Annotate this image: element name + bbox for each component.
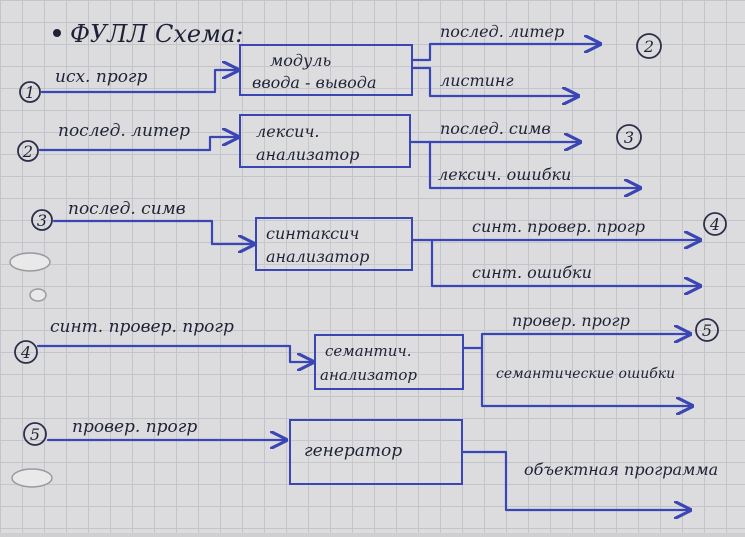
- next-ref-circle: [636, 33, 662, 59]
- output-label-2: листинг: [440, 71, 514, 90]
- process-box: [239, 44, 413, 96]
- box-line-1: лексич.: [256, 122, 320, 141]
- row-number: 2: [22, 142, 33, 161]
- output-label-1: синт. провер. прогр: [472, 217, 645, 236]
- row-5: 5 провер. прогр генератор объектная прог…: [23, 417, 718, 510]
- process-box: [239, 114, 411, 168]
- row-input-label: синт. провер. прогр: [50, 317, 234, 337]
- row-number: 1: [25, 83, 35, 102]
- row-input-label: послед. симв: [68, 199, 186, 219]
- output-label-1: послед. симв: [440, 119, 551, 138]
- row-3: 3 послед. симв синтаксич анализатор синт…: [31, 199, 727, 286]
- row-number-circle: [17, 140, 39, 162]
- row-number: 5: [30, 425, 40, 444]
- row-2: 2 послед. литер лексич. анализатор после…: [17, 114, 642, 188]
- box-line-1: модуль: [270, 51, 331, 70]
- box-line-2: анализатор: [266, 247, 369, 266]
- row-input-label: провер. прогр: [72, 417, 197, 437]
- output-label-1: послед. литер: [440, 22, 564, 41]
- next-ref-circle: [703, 212, 727, 236]
- next-ref: 5: [702, 321, 712, 340]
- output-label-2: синт. ошибки: [472, 263, 592, 282]
- output-label-1: провер. прогр: [512, 311, 630, 330]
- box-line-1: семантич.: [325, 342, 412, 360]
- row-number: 3: [37, 211, 47, 230]
- diagram-title: ФУЛЛ Схема:: [70, 20, 243, 48]
- next-ref-circle: [695, 318, 719, 342]
- box-line-2: анализатор: [320, 366, 417, 384]
- box-line-2: анализатор: [256, 145, 359, 164]
- output-label-1: объектная программа: [524, 460, 718, 479]
- next-ref: 3: [624, 128, 634, 147]
- row-number: 4: [20, 343, 31, 362]
- row-number-circle: [19, 81, 41, 103]
- next-ref: 2: [643, 37, 654, 56]
- row-4: 4 синт. провер. прогр семантич. анализат…: [14, 311, 719, 406]
- output-label-2: семантические ошибки: [496, 366, 675, 382]
- row-input-label: послед. литер: [58, 121, 190, 141]
- process-box: [314, 334, 464, 390]
- output-label-2: лексич. ошибки: [438, 165, 571, 184]
- box-line-2: ввода - вывода: [252, 73, 376, 92]
- next-ref-circle: [616, 124, 642, 150]
- row-number-circle: [31, 209, 53, 231]
- next-ref: 4: [709, 215, 720, 234]
- box-line-1: синтаксич: [266, 224, 359, 243]
- row-1: 1 исх. прогр модуль ввода - вывода после…: [19, 22, 662, 103]
- binder-rings: [9, 252, 53, 488]
- row-number-circle: [14, 340, 38, 364]
- process-box: [255, 217, 413, 271]
- bullet-dot: [53, 29, 61, 37]
- row-number-circle: [23, 422, 47, 446]
- row-input-label: исх. прогр: [55, 67, 148, 87]
- box-line-1: генератор: [304, 441, 402, 461]
